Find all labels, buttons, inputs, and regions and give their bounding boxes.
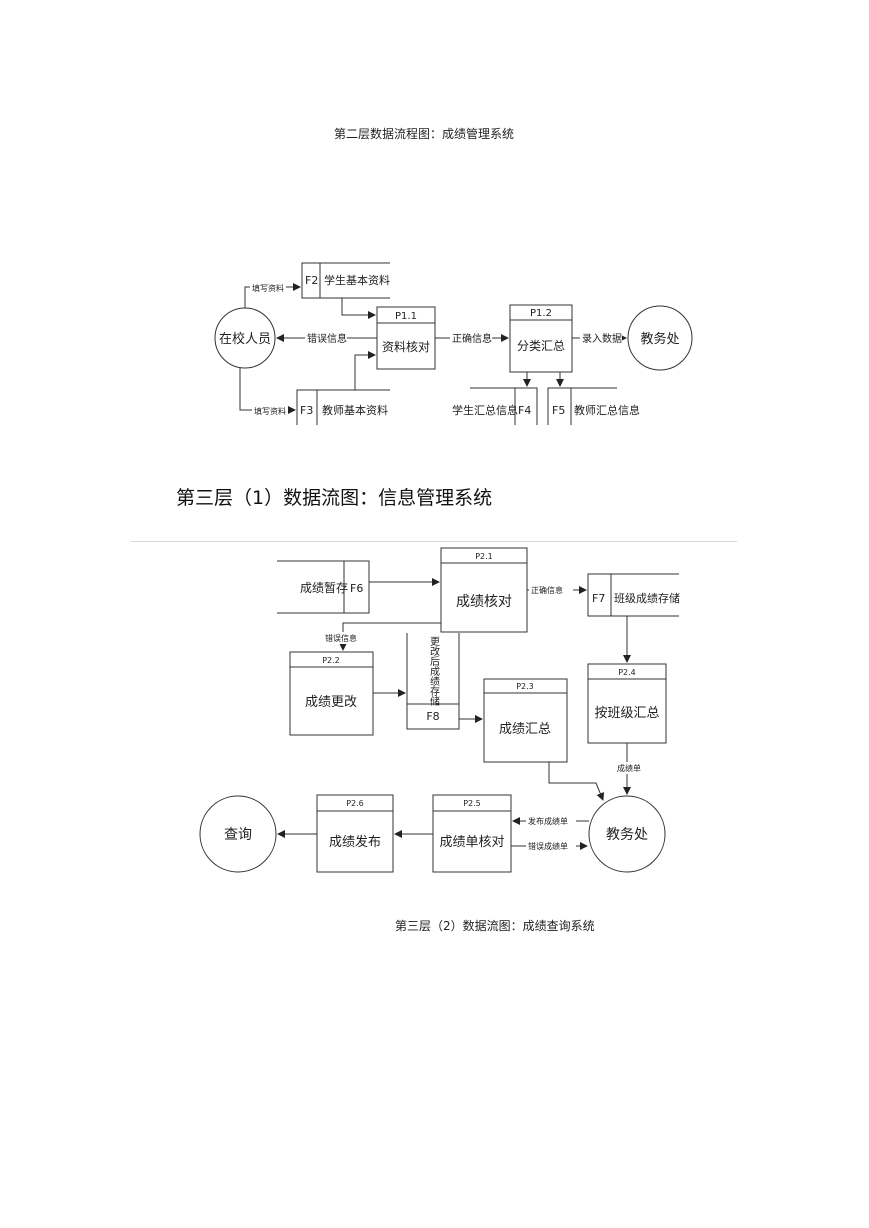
store-f8-shape <box>406 633 460 730</box>
entity-office-label: 教务处 <box>606 827 648 843</box>
flow-error-label: 错误信息 <box>325 633 357 643</box>
process-p26-id: P2.6 <box>346 799 364 808</box>
flow-correct-label: 正确信息 <box>531 585 563 595</box>
entity-staff-label: 在校人员 <box>219 331 271 347</box>
process-p12-id: P1.2 <box>530 308 552 319</box>
process-p26-label: 成绩发布 <box>329 834 381 850</box>
store-f5-label: 教师汇总信息 <box>574 403 640 417</box>
store-f4-shape <box>470 387 538 425</box>
flow-input-label: 录入数据 <box>582 332 622 345</box>
process-p22-id: P2.2 <box>322 656 340 665</box>
process-p11-label: 资料核对 <box>382 340 430 354</box>
flow-issue-label: 发布成绩单 <box>528 816 568 826</box>
store-f6-shape <box>277 560 370 614</box>
store-f5-shape <box>547 387 617 425</box>
process-p11-id: P1.1 <box>395 311 417 322</box>
store-f7-label: 班级成绩存储 <box>614 591 680 605</box>
flow-fill1-label: 填写资料 <box>252 283 284 293</box>
flow-correct-label: 正确信息 <box>452 332 492 345</box>
entity-query-label: 查询 <box>224 827 252 843</box>
flow-wrong-report-label: 错误成绩单 <box>528 841 568 851</box>
process-p25-label: 成绩单核对 <box>439 835 504 850</box>
store-f3-shape <box>296 389 390 425</box>
store-f2-id: F2 <box>305 274 318 287</box>
process-p23-label: 成绩汇总 <box>499 722 551 737</box>
process-p23-box <box>483 678 568 763</box>
store-f7-id: F7 <box>592 592 605 605</box>
store-f3-label: 教师基本资料 <box>322 403 388 417</box>
entity-office-label: 教务处 <box>640 331 679 347</box>
caption-level3-1: 第三层（1）数据流图：信息管理系统 <box>176 487 493 509</box>
store-f3-id: F3 <box>300 404 313 417</box>
flow-fill2-label: 填写资料 <box>254 406 286 416</box>
flow-f3-p11-line <box>354 351 376 390</box>
flow-p23-office-line <box>548 762 605 801</box>
process-p23-id: P2.3 <box>516 682 534 691</box>
entity-office-circle <box>627 305 693 371</box>
store-f4-id: F4 <box>518 404 531 417</box>
flow-error-label: 错误信息 <box>307 332 347 345</box>
caption-level3-2: 第三层（2）数据流图：成绩查询系统 <box>395 919 595 933</box>
store-f6-label: 成绩暂存 <box>300 581 348 595</box>
store-f6-id: F6 <box>350 582 363 595</box>
store-f8-label: 更改后成绩存储 <box>428 636 440 707</box>
store-f2-label: 学生基本资料 <box>324 273 390 287</box>
store-f4-label: 学生汇总信息 <box>452 403 518 417</box>
section-divider <box>131 541 737 542</box>
store-f5-id: F5 <box>552 404 565 417</box>
process-p25-id: P2.5 <box>463 799 481 808</box>
entity-query-circle <box>199 795 277 873</box>
store-f8-id: F8 <box>426 710 439 723</box>
entity-office-circle <box>588 795 666 873</box>
process-p21-label: 成绩核对 <box>456 594 512 610</box>
process-p24-label: 按班级汇总 <box>594 706 659 721</box>
store-f7-shape <box>587 573 679 617</box>
caption-level2: 第二层数据流程图：成绩管理系统 <box>334 127 515 141</box>
store-f2-shape <box>301 262 390 299</box>
process-p24-id: P2.4 <box>618 668 636 677</box>
flow-f2-p11-line <box>341 298 376 319</box>
flow-report-label: 成绩单 <box>617 763 641 773</box>
process-p21-id: P2.1 <box>475 552 493 561</box>
process-p22-label: 成绩更改 <box>305 695 357 710</box>
process-p12-label: 分类汇总 <box>517 339 565 353</box>
